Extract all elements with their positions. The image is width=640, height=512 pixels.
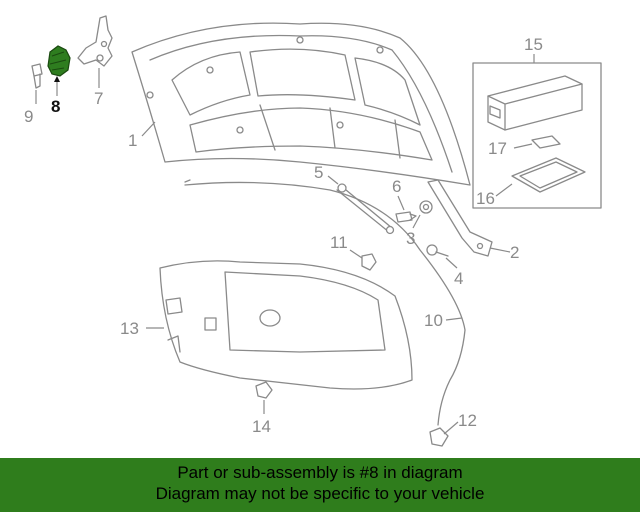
cable-end-clip[interactable] [429,427,449,447]
callout-10: 10 [424,311,443,330]
part-3-grommet[interactable] [419,200,433,214]
callout-13: 13 [120,319,139,338]
part-17-connector[interactable] [531,135,561,149]
hood-panel[interactable] [131,22,471,186]
callout-8: 8 [51,97,60,116]
callout-labels: 1 2 3 4 5 6 7 8 9 10 11 12 13 14 15 16 1… [24,35,543,436]
callout-6: 6 [392,177,401,196]
support-rod[interactable] [336,183,395,235]
callout-11: 11 [330,233,348,252]
release-cable[interactable] [184,179,466,426]
callout-17: 17 [488,139,507,158]
callout-2: 2 [510,243,519,262]
part-4-bolt[interactable] [426,244,449,257]
callout-1: 1 [128,131,137,150]
callout-3: 3 [406,229,415,248]
part-9-bolt[interactable] [31,63,43,89]
parts-diagram: 1 2 3 4 5 6 7 8 9 10 11 12 13 14 15 16 1… [24,15,602,447]
callout-14: 14 [252,417,271,436]
part-14-clip[interactable] [255,381,273,399]
leader-lines [35,54,535,435]
callout-9: 9 [24,107,33,126]
lamp-assembly-box[interactable] [472,62,602,209]
banner-line-disclaimer: Diagram may not be specific to your vehi… [155,484,485,503]
callout-12: 12 [458,411,477,430]
banner-line-part: Part or sub-assembly is #8 in diagram [177,463,463,482]
latch-striker[interactable] [427,179,493,257]
part-6-bolt[interactable] [395,211,417,223]
part-16-lens[interactable] [511,157,586,193]
callout-7: 7 [94,89,103,108]
part-8-highlighted[interactable] [47,45,71,77]
info-banner: Part or sub-assembly is #8 in diagram Di… [0,458,640,512]
part-11-clip[interactable] [361,253,377,271]
callout-16: 16 [476,189,495,208]
callout-4: 4 [454,269,463,288]
hood-insulator[interactable] [159,260,413,390]
hood-hinge[interactable] [77,15,113,67]
callout-5: 5 [314,163,323,182]
callout-15: 15 [524,35,543,54]
